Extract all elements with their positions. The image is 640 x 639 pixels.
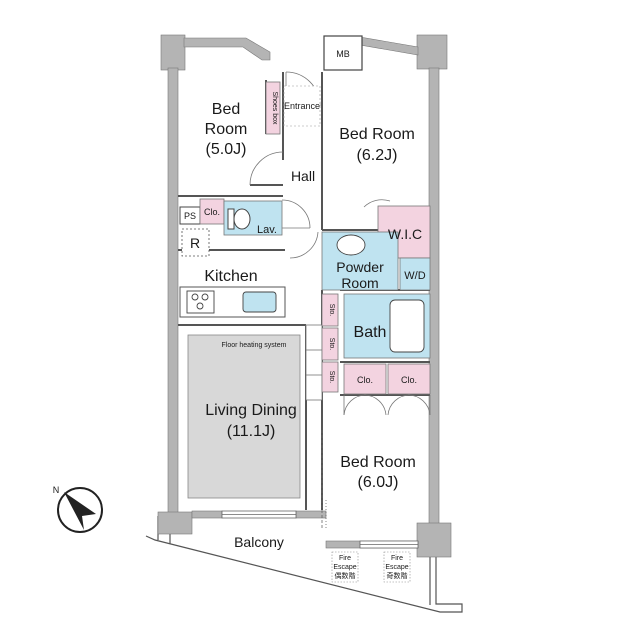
bedroom-3-label-2: (6.0J) [358, 474, 399, 491]
sto-label-3: Sto. [328, 371, 335, 384]
clo-box-2 [387, 363, 431, 395]
fire-escape-2-line3: 奇数階 [387, 571, 408, 580]
hall-label: Hall [291, 168, 315, 184]
bathtub-icon [389, 299, 425, 353]
sto-label-2: Sto. [328, 338, 335, 351]
storage-strip [305, 324, 323, 401]
floor-heating-label: Floor heating system [222, 342, 287, 349]
compass-label: N [53, 485, 60, 495]
fire-escape-2: Fire Escape 奇数階 [383, 551, 411, 583]
wd-label: W/D [404, 270, 425, 282]
r-box [181, 228, 210, 257]
storage-pink-2 [321, 327, 339, 361]
storage-pink-1 [321, 293, 339, 327]
fire-escape-1-line2: Escape [333, 564, 356, 571]
powder-label-1: Powder [336, 259, 384, 275]
clo-small-label: Clo. [204, 207, 220, 217]
bedroom-3-label-1: Bed Room [340, 454, 416, 471]
bedroom-1-label-3: (5.0J) [206, 141, 247, 158]
living-label-2: (11.1J) [227, 423, 276, 440]
balcony-label: Balcony [234, 534, 284, 550]
fire-escape-2-line1: Fire [391, 555, 403, 562]
bedroom-2-label-2: (6.2J) [357, 147, 398, 164]
stove-icon [186, 290, 215, 314]
clo-box-1 [343, 363, 387, 395]
bedroom-1-label-1: Bed [212, 101, 240, 118]
balcony-outline [145, 516, 463, 613]
sto-label-1: Sto. [328, 304, 335, 317]
fire-escape-2-line2: Escape [385, 564, 408, 571]
windows [221, 510, 419, 549]
clo-label-2: Clo. [401, 375, 417, 385]
storage-pink-3 [321, 361, 339, 393]
wic-label: W.I.C [388, 226, 422, 242]
compass-icon: N [53, 485, 103, 533]
clo-label-1: Clo. [357, 375, 373, 385]
toilet-icon [227, 208, 251, 230]
sink-icon [242, 291, 277, 313]
entrance-label: Entrance [284, 101, 320, 111]
entrance-area [283, 85, 321, 127]
floor-heating-area [187, 334, 301, 499]
wash-basin-icon [336, 234, 366, 256]
bedroom-2-label-1: Bed Room [339, 126, 415, 143]
kitchen-label: Kitchen [204, 268, 257, 285]
bath-label: Bath [354, 324, 387, 341]
living-label-1: Living Dining [205, 402, 297, 419]
fire-escape-1-line1: Fire [339, 555, 351, 562]
r-label: R [190, 235, 200, 251]
wd-area [399, 257, 431, 291]
lav-label: Lav. [257, 224, 277, 236]
sliding-door-ticks [321, 430, 327, 530]
shoes-box-label: Shoes box [271, 91, 278, 125]
fire-escape-1: Fire Escape 偶数階 [331, 551, 359, 583]
bedroom-1-label-2: Room [205, 121, 248, 138]
shoes-box-area [265, 81, 281, 135]
ps-label: PS [184, 211, 196, 221]
powder-label-2: Room [341, 275, 378, 291]
fire-escape-1-line3: 偶数階 [335, 571, 356, 580]
clo-small-box [199, 198, 225, 225]
mb-label: MB [336, 49, 350, 59]
door-swings [249, 71, 431, 416]
